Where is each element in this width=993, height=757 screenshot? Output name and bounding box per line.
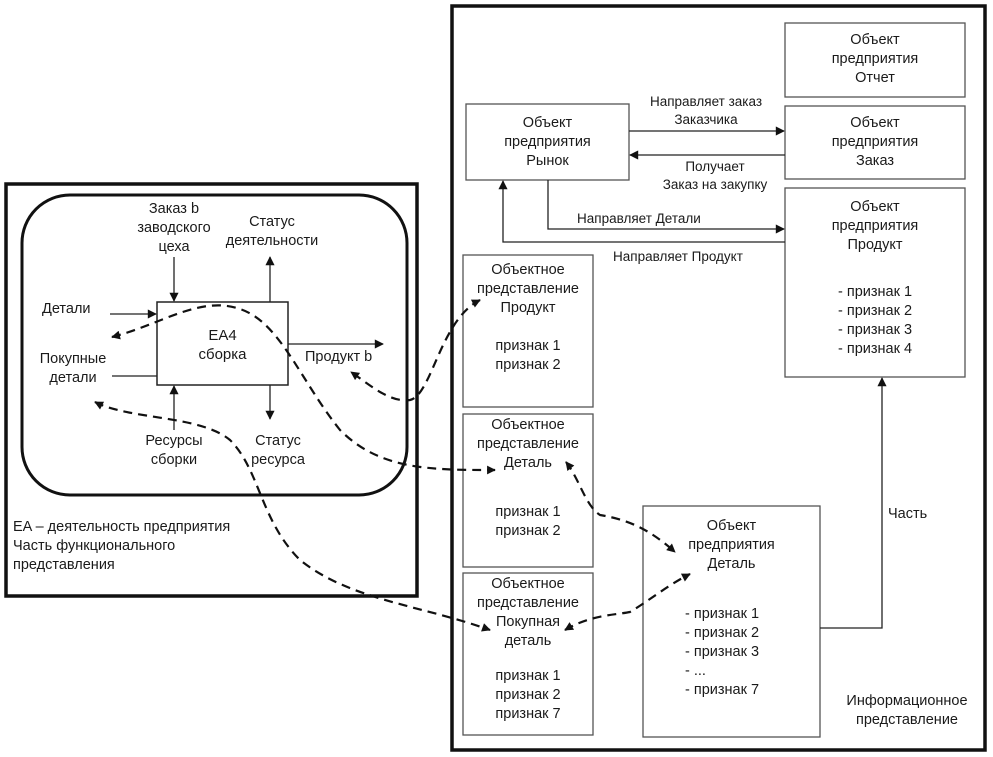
relation-label-sends-parts: Направляет Детали bbox=[577, 211, 701, 226]
output-label-product: Продукт b bbox=[305, 349, 373, 365]
relation-arrow-sends-product bbox=[498, 180, 785, 243]
output-label-activity-status: Статус деятельности bbox=[225, 214, 319, 249]
enterprise-object-report-box bbox=[784, 22, 966, 98]
input-label-purchased-details: Покупные детали bbox=[39, 351, 107, 386]
information-view-caption: Информационное представление bbox=[846, 693, 968, 728]
mapping-connector-part-view-to-object bbox=[565, 461, 676, 553]
functional-view-caption: EA – деятельность предприятия Часть функ… bbox=[13, 519, 231, 573]
object-view-purchased-part-title: Объектное представление Покупная деталь bbox=[477, 576, 579, 649]
enterprise-object-report-title: Объект предприятия Отчет bbox=[831, 32, 919, 86]
relation-arrow-sends-parts bbox=[547, 180, 785, 234]
enterprise-object-order-box bbox=[784, 105, 966, 180]
object-view-purchased-part-attributes: признак 1 признак 2 признак 7 bbox=[495, 668, 561, 722]
activity-title: EA4 сборка bbox=[198, 327, 247, 363]
enterprise-object-market-box bbox=[465, 103, 630, 181]
object-view-part-title: Объектное представление Деталь bbox=[477, 417, 579, 471]
enterprise-object-product-title: Объект предприятия Продукт bbox=[831, 199, 919, 253]
mapping-connector-purchased-view-to-object bbox=[564, 573, 691, 631]
control-label-order: Заказ b заводского цеха bbox=[137, 201, 211, 255]
enterprise-object-part-attributes: - признак 1 - признак 2 - признак 3 - ..… bbox=[685, 606, 760, 698]
relation-label-receives-purchase-order: Получает Заказ на закупку bbox=[662, 159, 768, 192]
enterprise-object-market-title: Объект предприятия Рынок bbox=[504, 115, 591, 169]
relation-arrow-part-of bbox=[820, 377, 887, 629]
mapping-connector-purchased-details bbox=[94, 401, 491, 632]
object-view-product-title: Объектное представление Продукт bbox=[477, 262, 579, 316]
output-label-resource-status: Статус ресурса bbox=[251, 433, 305, 468]
object-view-product-attributes: признак 1 признак 2 bbox=[495, 338, 561, 373]
relation-label-sends-product: Направляет Продукт bbox=[613, 249, 743, 264]
enterprise-object-order-title: Объект предприятия Заказ bbox=[831, 115, 919, 169]
object-view-part-attributes: признак 1 признак 2 bbox=[495, 504, 561, 539]
enterprise-object-product-attributes: - признак 1 - признак 2 - признак 3 - пр… bbox=[837, 284, 913, 357]
relation-label-sends-customer-order: Направляет заказ Заказчика bbox=[649, 94, 763, 127]
enterprise-object-part-title: Объект предприятия Деталь bbox=[688, 518, 775, 572]
input-label-details: Детали bbox=[42, 301, 91, 317]
enterprise-object-product-box bbox=[784, 187, 966, 378]
mechanism-label-resources: Ресурсы сборки bbox=[145, 433, 203, 468]
relation-label-part-of: Часть bbox=[888, 506, 928, 522]
